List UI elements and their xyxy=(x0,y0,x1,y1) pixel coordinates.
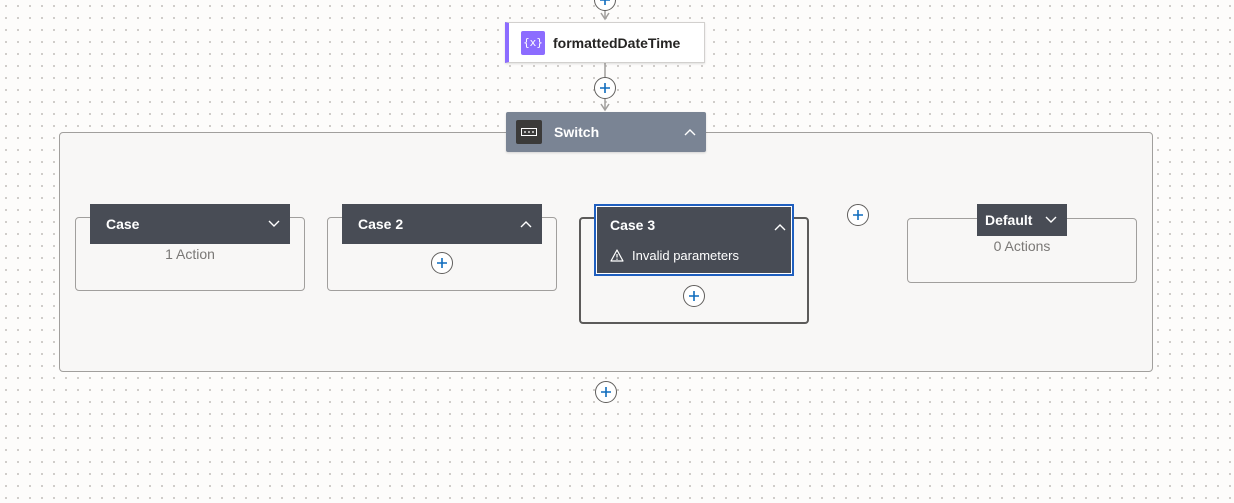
warning-text: Invalid parameters xyxy=(632,248,739,263)
insert-step-button-bottom[interactable] xyxy=(595,381,617,403)
add-action-button-case-2[interactable] xyxy=(431,252,453,274)
switch-icon xyxy=(516,120,542,144)
action-title: formattedDateTime xyxy=(553,34,681,51)
variable-icon: {x} xyxy=(521,30,545,55)
insert-step-button[interactable] xyxy=(594,77,616,99)
case-title: Case xyxy=(106,216,140,232)
case-title: Case 2 xyxy=(358,216,404,232)
default-title: Default xyxy=(985,212,1033,228)
switch-header[interactable]: Switch xyxy=(506,112,706,152)
add-case-button[interactable] xyxy=(847,204,869,226)
chevron-up-icon[interactable] xyxy=(774,218,786,236)
plus-icon xyxy=(601,387,611,397)
chevron-up-icon[interactable] xyxy=(520,220,532,228)
case-header-2[interactable]: Case 2 xyxy=(342,204,542,244)
case-title: Case 3 xyxy=(610,217,656,233)
chevron-up-icon[interactable] xyxy=(684,128,696,136)
default-action-count: 0 Actions xyxy=(993,238,1051,254)
add-action-button-case-3[interactable] xyxy=(683,285,705,307)
insert-step-button-top[interactable] xyxy=(594,0,616,11)
plus-icon xyxy=(600,83,610,93)
plus-icon xyxy=(689,291,699,301)
case-header-3[interactable]: Case 3 Invalid parameters xyxy=(594,204,794,276)
case-action-count: 1 Action xyxy=(165,246,215,262)
warning-icon xyxy=(610,249,624,262)
chevron-down-icon[interactable] xyxy=(268,220,280,228)
warning-message: Invalid parameters xyxy=(610,248,739,263)
plus-icon xyxy=(853,210,863,220)
switch-title: Switch xyxy=(554,124,600,140)
chevron-down-icon[interactable] xyxy=(1045,216,1057,224)
default-case-header[interactable]: Default xyxy=(977,204,1067,236)
action-card-formatted-date-time[interactable]: {x} formattedDateTime xyxy=(505,22,705,63)
plus-icon xyxy=(437,258,447,268)
case-header-1[interactable]: Case xyxy=(90,204,290,244)
plus-icon xyxy=(600,0,610,5)
